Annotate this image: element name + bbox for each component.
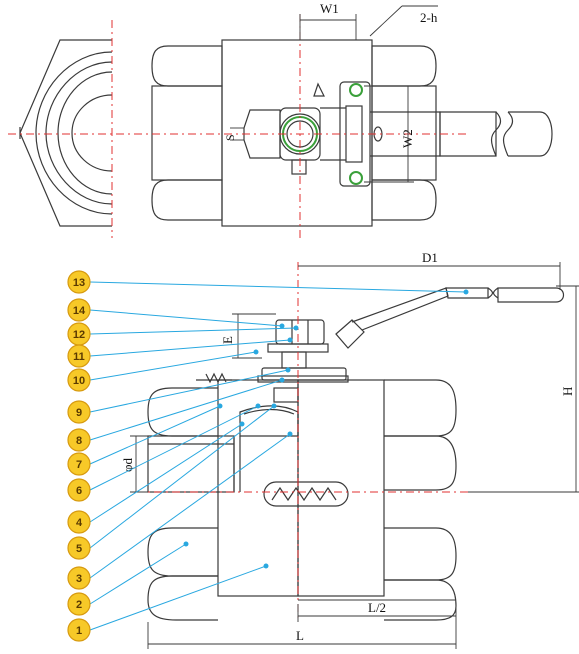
- balloon-1: 1: [67, 618, 91, 642]
- balloon-9-label: 9: [76, 407, 82, 419]
- top-centerlines: [8, 14, 470, 238]
- dim-l-half: L/2: [368, 600, 386, 615]
- balloon-3: 3: [67, 566, 91, 590]
- balloon-3-label: 3: [76, 573, 82, 585]
- balloon-11-label: 11: [73, 351, 85, 363]
- balloon-2-label: 2: [76, 599, 82, 611]
- balloon-2: 2: [67, 592, 91, 616]
- top-dimensions: [230, 5, 438, 183]
- balloon-7: 7: [67, 452, 91, 476]
- leader-lines: [89, 281, 467, 631]
- balloon-14-label: 14: [73, 305, 86, 317]
- balloon-6: 6: [67, 478, 91, 502]
- balloon-10: 10: [67, 368, 91, 392]
- balloon-10-label: 10: [73, 375, 85, 387]
- balloon-13-label: 13: [73, 277, 85, 289]
- dim-h: H: [560, 387, 575, 396]
- balloon-9: 9: [67, 400, 91, 424]
- top-view: [151, 39, 553, 227]
- balloon-12-label: 12: [73, 329, 85, 341]
- dim-e: E: [220, 336, 235, 344]
- section-centerlines: [136, 262, 470, 620]
- dim-phi-d: φd: [120, 457, 135, 472]
- section-view: [147, 287, 565, 621]
- balloon-1-label: 1: [76, 625, 82, 637]
- balloon-4-label: 4: [76, 517, 83, 529]
- balloon-12: 12: [67, 322, 91, 346]
- balloon-6-label: 6: [76, 485, 82, 497]
- end-view: [19, 39, 113, 227]
- balloon-7-label: 7: [76, 459, 82, 471]
- dim-w1: W1: [320, 1, 339, 16]
- dim-d1: D1: [422, 250, 438, 265]
- balloon-5: 5: [67, 536, 91, 560]
- leader-dots: [183, 289, 469, 569]
- section-dimensions: [130, 262, 579, 650]
- dim-w2: W2: [400, 129, 415, 148]
- balloon-8: 8: [67, 428, 91, 452]
- dim-2h: 2-h: [420, 10, 438, 25]
- balloon-8-label: 8: [76, 435, 82, 447]
- balloon-14: 14: [67, 298, 91, 322]
- balloon-13: 13: [67, 270, 91, 294]
- dim-l: L: [296, 628, 304, 643]
- dim-s: S: [223, 134, 237, 141]
- balloon-11: 11: [67, 344, 91, 368]
- balloon-4: 4: [67, 510, 91, 534]
- balloon-5-label: 5: [76, 543, 82, 555]
